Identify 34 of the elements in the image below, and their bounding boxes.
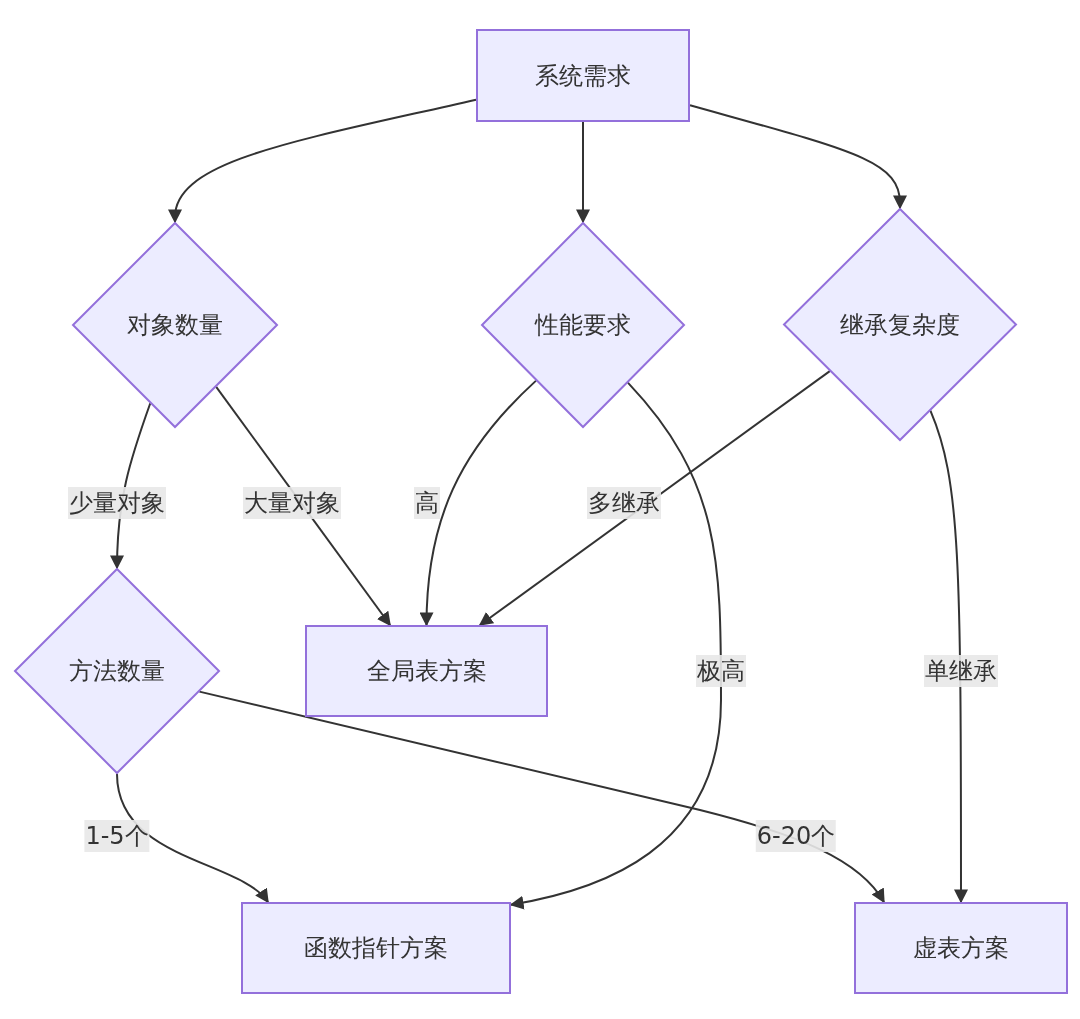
edge-label: 1-5个 bbox=[84, 820, 150, 852]
decision-diamond bbox=[783, 208, 1017, 441]
decision-diamond bbox=[72, 222, 278, 428]
arrow bbox=[215, 385, 392, 627]
edge-label: 大量对象 bbox=[243, 487, 341, 519]
node-label: 函数指针方案 bbox=[304, 933, 448, 964]
process-box bbox=[305, 625, 548, 717]
edge-label: 6-20个 bbox=[755, 820, 837, 852]
arrow bbox=[168, 98, 477, 224]
node-label: 方法数量 bbox=[69, 656, 165, 687]
arrow bbox=[576, 121, 590, 224]
edge-label: 少量对象 bbox=[68, 487, 166, 519]
edge-label: 多继承 bbox=[587, 487, 661, 519]
node-label: 虚表方案 bbox=[913, 933, 1009, 964]
node-label: 系统需求 bbox=[535, 60, 631, 92]
edge-label: 极高 bbox=[696, 655, 746, 687]
node-label: 对象数量 bbox=[127, 310, 223, 341]
arrow bbox=[509, 381, 722, 910]
arrow bbox=[116, 773, 269, 904]
node-label: 性能要求 bbox=[535, 310, 631, 341]
process-box bbox=[241, 902, 511, 994]
arrow bbox=[478, 370, 831, 626]
process-box bbox=[476, 29, 690, 122]
node-label: 全局表方案 bbox=[366, 656, 487, 687]
arrow bbox=[198, 690, 885, 904]
decision-diamond bbox=[481, 222, 685, 428]
process-box bbox=[854, 902, 1068, 994]
arrow bbox=[419, 379, 538, 627]
edge-label: 高 bbox=[414, 487, 440, 519]
node-label: 继承复杂度 bbox=[840, 309, 960, 341]
arrow bbox=[689, 104, 907, 210]
arrow bbox=[929, 409, 968, 904]
decision-diamond bbox=[14, 568, 220, 774]
edge-label: 单继承 bbox=[924, 655, 998, 687]
